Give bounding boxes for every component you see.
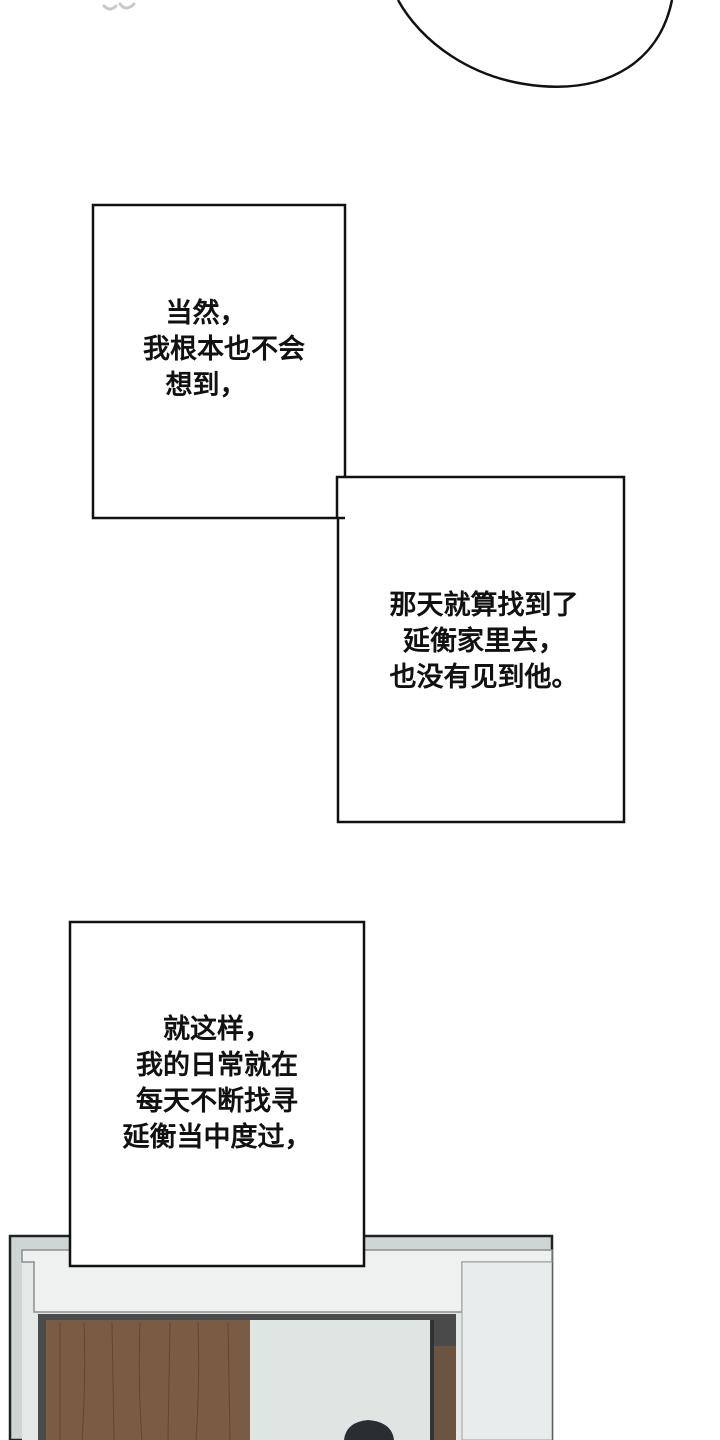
caption-2-line: 那天就算找到了 bbox=[389, 590, 579, 621]
caption-1-line: 想到， bbox=[165, 370, 247, 401]
caption-box-1 bbox=[91, 203, 347, 520]
caption-2-line: 延衡家里去， bbox=[403, 626, 565, 657]
caption-3-line: 延衡当中度过， bbox=[122, 1122, 312, 1153]
caption-2-line: 也没有见到他。 bbox=[389, 662, 579, 693]
room-panel bbox=[8, 1234, 554, 1440]
caption-1-line: 当然， bbox=[165, 298, 247, 329]
caption-text-1: 当然， 我根本也不会 想到， bbox=[93, 296, 339, 404]
caption-box-3 bbox=[68, 920, 366, 1268]
caption-box-2 bbox=[336, 475, 626, 824]
figure-head bbox=[344, 1420, 394, 1440]
caption-1-line: 我根本也不会 bbox=[143, 334, 305, 365]
caption-text-3: 就这样， 我的日常就在 每天不断找寻 延衡当中度过， bbox=[74, 1012, 360, 1156]
wooden-door bbox=[46, 1320, 250, 1440]
caption-3-line: 就这样， bbox=[163, 1014, 271, 1045]
caption-3-line: 我的日常就在 bbox=[136, 1050, 298, 1081]
speech-bubble-edge bbox=[396, 0, 674, 88]
sketch-mark bbox=[102, 2, 136, 11]
caption-text-2: 那天就算找到了 延衡家里去， 也没有见到他。 bbox=[350, 588, 618, 696]
caption-3-line: 每天不断找寻 bbox=[136, 1086, 298, 1117]
